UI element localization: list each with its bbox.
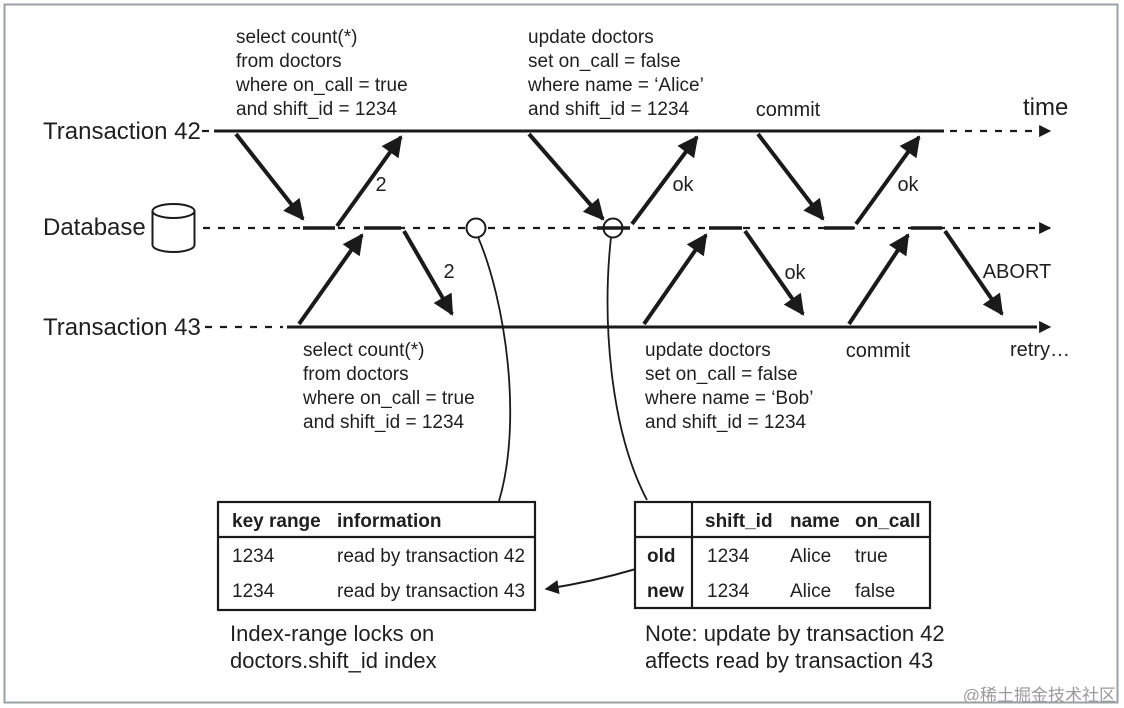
svg-text:Alice: Alice	[790, 546, 831, 567]
t42-update-ok: ok	[672, 174, 694, 196]
table-row: old 1234 Alice true	[647, 546, 888, 567]
table-row: 1234 read by transaction 42	[232, 546, 525, 567]
lock-table-header-keyrange: key range	[232, 511, 321, 532]
svg-text:1234: 1234	[232, 546, 275, 567]
arrow-rowtable-to-locktable	[544, 568, 637, 595]
arrow-t42-commit-response	[854, 135, 921, 226]
t42-commit-ok: ok	[897, 174, 919, 196]
svg-text:set on_call = false: set on_call = false	[645, 364, 798, 385]
row-table-header-oncall: on_call	[855, 511, 920, 532]
svg-text:update doctors: update doctors	[645, 340, 771, 361]
lock-table-header-information: information	[337, 511, 442, 532]
svg-text:read by transaction 43: read by transaction 43	[337, 581, 525, 602]
svg-text:select count(*): select count(*)	[303, 340, 424, 361]
lock-table-caption-line2: doctors.shift_id index	[230, 648, 437, 673]
t43-retry-label: retry…	[1010, 339, 1070, 361]
row-table-caption-line2: affects read by transaction 43	[645, 648, 933, 673]
t42-commit-label: commit	[756, 99, 821, 121]
svg-text:where name = ‘Bob’: where name = ‘Bob’	[644, 388, 813, 409]
arrow-t43-update-response	[743, 229, 805, 316]
t43-select-result: 2	[443, 261, 454, 283]
lock-marker-read-icon	[465, 217, 487, 239]
svg-text:1234: 1234	[707, 581, 750, 602]
row-table-header-name: name	[790, 511, 840, 532]
arrow-t43-update-request	[642, 233, 708, 326]
arrow-t43-commit-request	[847, 233, 910, 326]
row-table-header-shiftid: shift_id	[705, 511, 773, 532]
t43-update-query: update doctors set on_call = false where…	[644, 340, 813, 433]
svg-text:set on_call = false: set on_call = false	[528, 51, 681, 72]
lock-table-caption-line1: Index-range locks on	[230, 621, 434, 646]
svg-text:1234: 1234	[232, 581, 275, 602]
svg-text:and shift_id = 1234: and shift_id = 1234	[303, 412, 465, 433]
arrow-t42-select-request	[234, 132, 305, 221]
svg-text:where on_call = true: where on_call = true	[235, 75, 408, 96]
t43-update-ok: ok	[784, 262, 806, 284]
t42-select-query: select count(*) from doctors where on_ca…	[235, 27, 408, 120]
svg-text:and shift_id = 1234: and shift_id = 1234	[528, 99, 690, 120]
t42-label: Transaction 42	[43, 118, 201, 145]
svg-text:new: new	[647, 581, 684, 602]
svg-text:update doctors: update doctors	[528, 27, 654, 48]
curve-lock-to-locktable	[477, 236, 512, 502]
time-axis-label: time	[1023, 94, 1068, 121]
svg-text:from doctors: from doctors	[303, 364, 409, 385]
svg-text:and shift_id = 1234: and shift_id = 1234	[236, 99, 398, 120]
svg-text:true: true	[855, 546, 888, 567]
svg-text:Alice: Alice	[790, 581, 831, 602]
database-icon	[151, 203, 196, 253]
arrow-t43-abort-response	[943, 229, 1004, 316]
t43-commit-label: commit	[846, 340, 911, 362]
arrow-t43-select-response	[402, 229, 454, 316]
svg-text:from doctors: from doctors	[236, 51, 342, 72]
svg-text:where on_call = true: where on_call = true	[302, 388, 475, 409]
svg-text:read by transaction 42: read by transaction 42	[337, 546, 525, 567]
t43-select-query: select count(*) from doctors where on_ca…	[302, 340, 475, 433]
svg-text:false: false	[855, 581, 895, 602]
row-table-caption-line1: Note: update by transaction 42	[645, 621, 945, 646]
arrow-t42-select-response	[335, 135, 403, 228]
lock-table: key range information 1234 read by trans…	[216, 500, 537, 612]
svg-text:old: old	[647, 546, 676, 567]
arrow-t42-commit-request	[756, 132, 825, 221]
arrow-t43-select-request	[297, 233, 364, 326]
arrow-t42-update-response	[630, 135, 699, 226]
svg-text:1234: 1234	[707, 546, 750, 567]
curve-lock-to-rowtable	[606, 236, 648, 501]
t42-update-query: update doctors set on_call = false where…	[527, 27, 704, 120]
svg-text:and shift_id = 1234: and shift_id = 1234	[645, 412, 807, 433]
t43-label: Transaction 43	[43, 314, 201, 341]
table-row: new 1234 Alice false	[647, 581, 895, 602]
db-label: Database	[43, 214, 146, 241]
t42-select-result: 2	[375, 174, 386, 196]
table-row: 1234 read by transaction 43	[232, 581, 525, 602]
figure-frame	[3, 3, 1119, 704]
arrow-t42-update-request	[527, 132, 605, 221]
svg-text:where name = ‘Alice’: where name = ‘Alice’	[527, 75, 704, 96]
watermark: @稀土掘金技术社区	[963, 686, 1116, 705]
row-table: shift_id name on_call old 1234 Alice tru…	[633, 500, 932, 610]
t43-abort-label: ABORT	[983, 261, 1052, 283]
svg-text:select count(*): select count(*)	[236, 27, 357, 48]
